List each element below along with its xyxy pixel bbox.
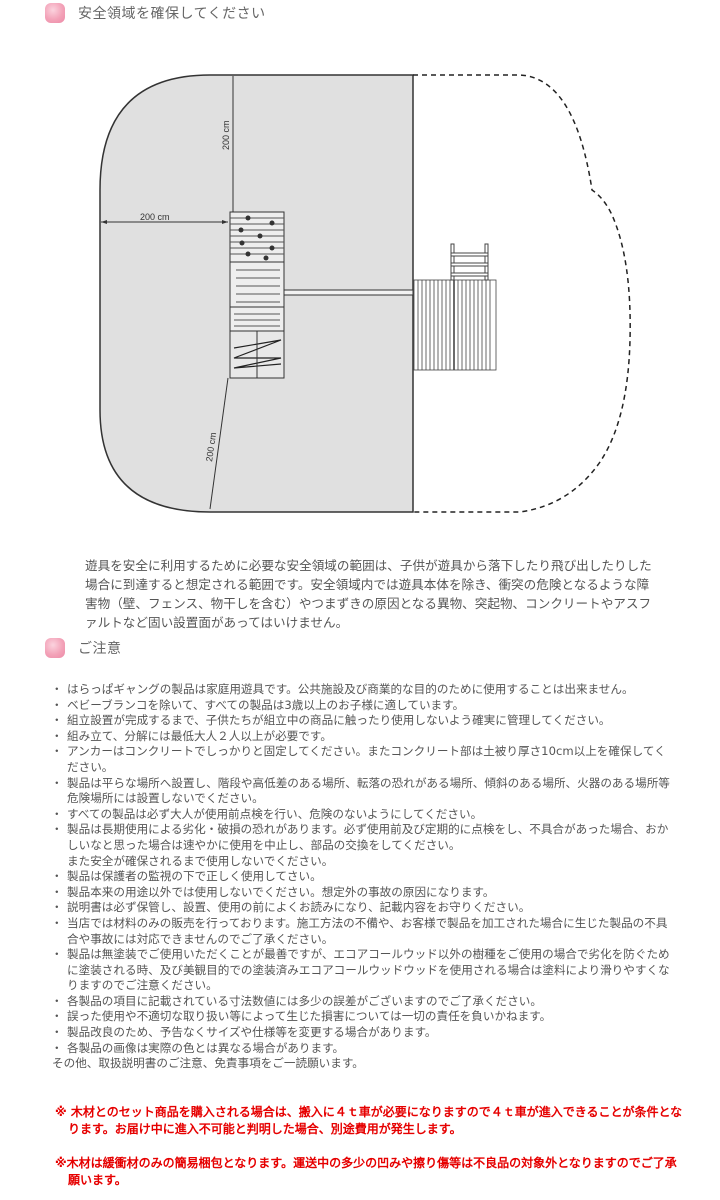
- list-item: 製品は無塗装でご使用いただくことが最善ですが、エコアコールウッド以外の樹種をご使…: [51, 947, 677, 994]
- dim-label-horizontal: 200 cm: [140, 212, 170, 222]
- list-item: 組立設置が完成するまで、子供たちが組立中の商品に触ったり使用しないよう確実に管理…: [51, 713, 677, 729]
- pink-square-icon: [45, 638, 65, 658]
- list-item: 製品は長期使用による劣化・破損の恐れがあります。必ず使用前及び定期的に点検をし、…: [51, 822, 677, 853]
- list-item: 製品は平らな場所へ設置し、階段や高低差のある場所、転落の恐れがある場所、傾斜のあ…: [51, 776, 677, 807]
- safety-area-diagram: 200 cm 200 cm 200 cm: [99, 74, 631, 513]
- section-header-caution: ご注意: [45, 638, 122, 658]
- list-item: 各製品の項目に記載されている寸法数値には多少の誤差がございますのでご了承ください…: [51, 994, 677, 1010]
- list-item: 組み立て、分解には最低大人２人以上が必要です。: [51, 729, 677, 745]
- dim-line-diagonal: [209, 377, 229, 510]
- dim-label-vertical: 200 cm: [221, 120, 231, 150]
- list-item: ベビーブランコを除いて、すべての製品は3歳以上のお子様に適しています。: [51, 698, 677, 714]
- list-item: 各製品の画像は実際の色とは異なる場合があります。: [51, 1041, 677, 1057]
- list-item: アンカーはコンクリートでしっかりと固定してください。またコンクリート部は土被り厚…: [51, 744, 677, 775]
- list-item: 製品は保護者の監視の下で正しく使用してさい。: [51, 869, 677, 885]
- swing-deck: [413, 279, 497, 371]
- list-item: すべての製品は必ず大人が使用前点検を行い、危険のないようにしてください。: [51, 807, 677, 823]
- caution-list: はらっぱギャングの製品は家庭用遊具です。公共施設及び商業的な目的のために使用する…: [51, 682, 677, 1072]
- play-tower: [229, 211, 285, 379]
- list-item: 説明書は必ず保管し、設置、使用の前によくお読みになり、記載内容をお守りください。: [51, 900, 677, 916]
- list-item: 製品改良のため、予告なくサイズや仕様等を変更する場合があります。: [51, 1025, 677, 1041]
- packaging-note: ※木材は緩衝材のみの簡易梱包となります。運送中の多少の凹みや擦り傷等は不良品の対…: [55, 1156, 677, 1187]
- delivery-note: ※ 木材とのセット商品を購入される場合は、搬入に４ｔ車が必要になりますので４ｔ車…: [55, 1105, 683, 1136]
- list-item: はらっぱギャングの製品は家庭用遊具です。公共施設及び商業的な目的のために使用する…: [51, 682, 677, 698]
- list-item: 誤った使用や不適切な取り扱い等によって生じた損害については一切の責任を負いかねま…: [51, 1009, 677, 1025]
- dashed-safety-area: [413, 74, 631, 513]
- safety-area-description: 遊具を安全に利用するために必要な安全領域の範囲は、子供が遊具から落下したり飛び出…: [85, 558, 652, 630]
- section-header-safety: 安全領域を確保してください: [45, 3, 266, 23]
- section-title: ご注意: [78, 641, 122, 657]
- caution-extra: また安全が確保されるまで使用しないでください。: [67, 853, 334, 868]
- caution-footer: その他、取扱説明書のご注意、免責事項をご一読願います。: [52, 1056, 364, 1071]
- dim-label-diagonal: 200 cm: [204, 432, 218, 463]
- swing-beam: [283, 289, 414, 296]
- section-title: 安全領域を確保してください: [78, 6, 266, 22]
- list-item: 当店では材料のみの販売を行っております。施工方法の不備や、お客様で製品を加工され…: [51, 916, 677, 947]
- ladder: [450, 243, 489, 281]
- pink-square-icon: [45, 3, 65, 23]
- list-item: 製品本来の用途以外では使用しないでください。想定外の事故の原因になります。: [51, 885, 677, 901]
